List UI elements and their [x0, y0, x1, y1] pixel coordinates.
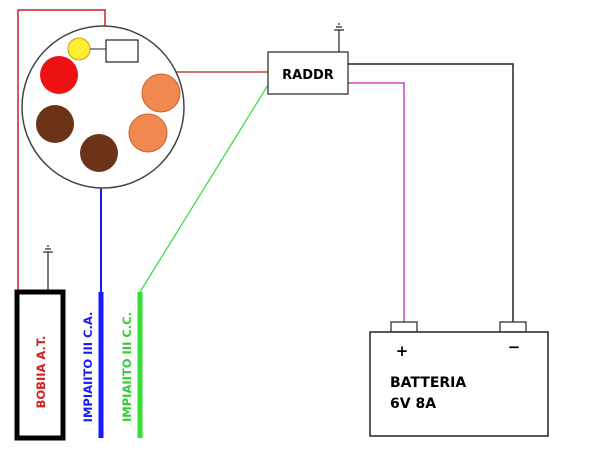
coil-label: BOBIIA A.T. [34, 336, 48, 409]
rectifier-label: RADDR [282, 68, 334, 83]
brown-terminal-left [36, 105, 74, 143]
coil-box: BOBIIA A.T. [14, 289, 66, 441]
battery-minus-terminal [499, 321, 527, 333]
rectifier-box [267, 51, 349, 95]
brown-terminal-bottom [80, 134, 118, 172]
wires [17, 9, 514, 322]
rectifier: RADDR [267, 51, 349, 95]
battery: + − BATTERIA 6V 8A [369, 321, 549, 437]
orange-terminal-lower [128, 113, 168, 153]
battery-title: BATTERIA [390, 375, 466, 391]
battery-body [369, 331, 549, 437]
yellow-terminal [67, 37, 91, 61]
battery-plus-terminal [390, 321, 418, 333]
battery-minus-sign: − [508, 338, 521, 356]
stator [21, 25, 185, 189]
battery-plus-sign: + [396, 342, 409, 360]
dc-wire [139, 84, 269, 293]
dc-system: IMPIAIITO III C.C. [120, 292, 143, 438]
ac-system: IMPIAIITO III C.A. [81, 292, 104, 438]
battery-minus-wire [348, 63, 514, 322]
ground-icon [334, 23, 344, 52]
ac-label: IMPIAIITO III C.A. [81, 312, 95, 423]
battery-spec: 6V 8A [390, 396, 436, 412]
coil-wire [17, 9, 106, 292]
dc-label: IMPIAIITO III C.C. [120, 312, 134, 422]
ground-icon [43, 245, 53, 292]
battery-plus-wire [348, 82, 405, 322]
pickup-connector [105, 39, 139, 63]
red-terminal [40, 56, 78, 94]
orange-terminal-upper [141, 73, 181, 113]
